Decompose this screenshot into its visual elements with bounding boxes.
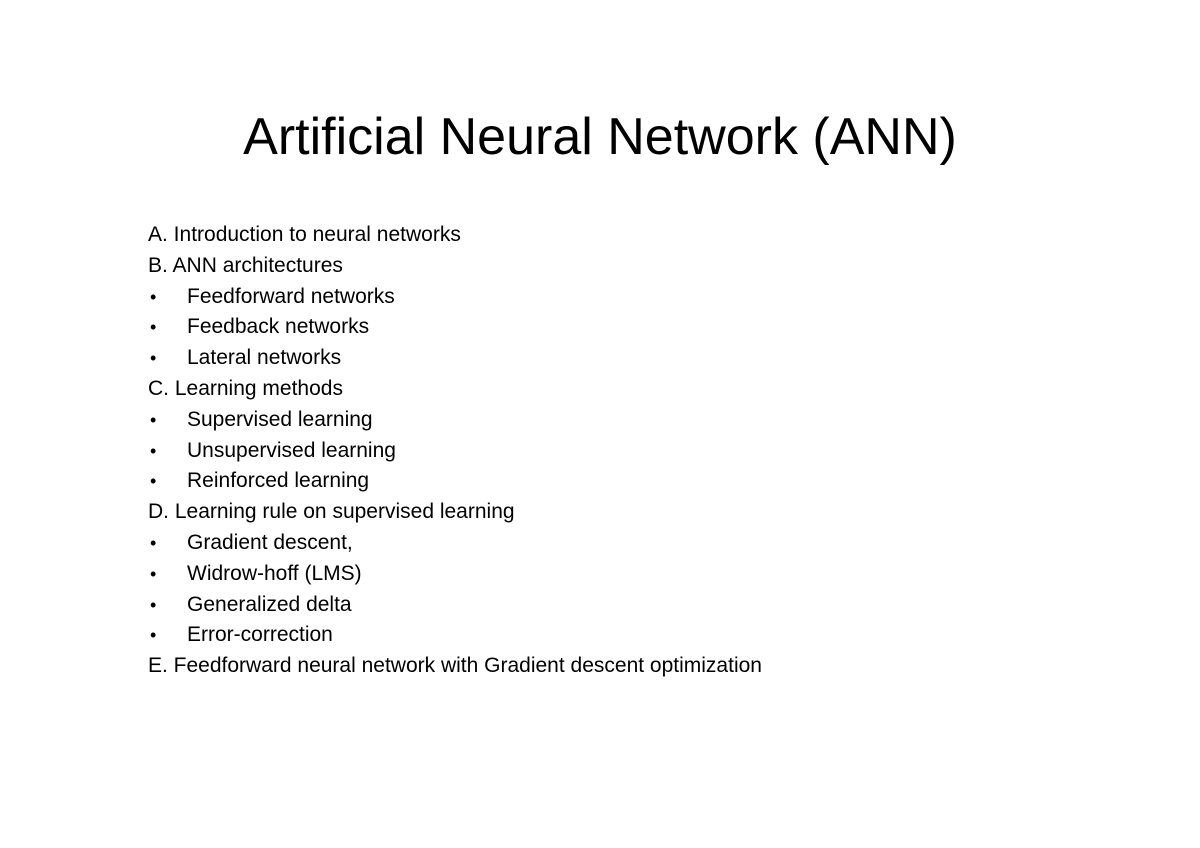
outline-list: A. Introduction to neural networks B. AN…: [148, 220, 762, 682]
outline-bullet-item: • Widrow-hoff (LMS): [148, 559, 762, 590]
bullet-icon: •: [150, 348, 157, 369]
outline-text: A. Introduction to neural networks: [148, 223, 461, 246]
outline-text: Lateral networks: [187, 346, 342, 370]
outline-section-a: A. Introduction to neural networks: [148, 220, 762, 251]
outline-bullet-item: • Error-correction: [148, 620, 762, 651]
bullet-icon: •: [150, 563, 157, 584]
outline-bullet-item: • Gradient descent,: [148, 528, 762, 559]
outline-section-c: C. Learning methods: [148, 374, 762, 405]
outline-text: Feedback networks: [187, 315, 370, 339]
bullet-icon: •: [150, 625, 157, 646]
bullet-icon: •: [150, 317, 157, 338]
outline-text: Supervised learning: [187, 407, 373, 431]
outline-text: D. Learning rule on supervised learning: [148, 500, 515, 524]
bullet-icon: •: [150, 594, 157, 615]
outline-bullet-item: • Unsupervised learning: [148, 436, 762, 467]
outline-text: E. Feedforward neural network with Gradi…: [148, 654, 762, 678]
outline-text: Feedforward networks: [187, 284, 395, 308]
slide-title: Artificial Neural Network (ANN): [243, 108, 957, 166]
outline-text: Widrow-hoff (LMS): [187, 561, 362, 585]
outline-text: C. Learning methods: [148, 376, 343, 400]
outline-bullet-item: • Feedback networks: [148, 312, 762, 343]
outline-text: Unsupervised learning: [187, 438, 396, 462]
bullet-icon: •: [150, 409, 157, 430]
outline-text: Generalized delta: [187, 592, 352, 616]
bullet-icon: •: [150, 286, 157, 307]
outline-bullet-item: • Feedforward networks: [148, 282, 762, 313]
bullet-icon: •: [150, 440, 157, 461]
outline-bullet-item: • Supervised learning: [148, 405, 762, 436]
outline-bullet-item: • Lateral networks: [148, 343, 762, 374]
bullet-icon: •: [150, 471, 157, 492]
outline-text: Reinforced learning: [187, 469, 370, 493]
outline-bullet-item: • Generalized delta: [148, 590, 762, 621]
outline-section-d: D. Learning rule on supervised learning: [148, 497, 762, 528]
outline-section-b: B. ANN architectures: [148, 251, 762, 282]
bullet-icon: •: [150, 532, 157, 553]
outline-text: Gradient descent,: [187, 530, 353, 554]
outline-bullet-item: • Reinforced learning: [148, 466, 762, 497]
outline-section-e: E. Feedforward neural network with Gradi…: [148, 651, 762, 682]
outline-text: B. ANN architectures: [148, 253, 343, 277]
outline-text: Error-correction: [187, 623, 333, 647]
